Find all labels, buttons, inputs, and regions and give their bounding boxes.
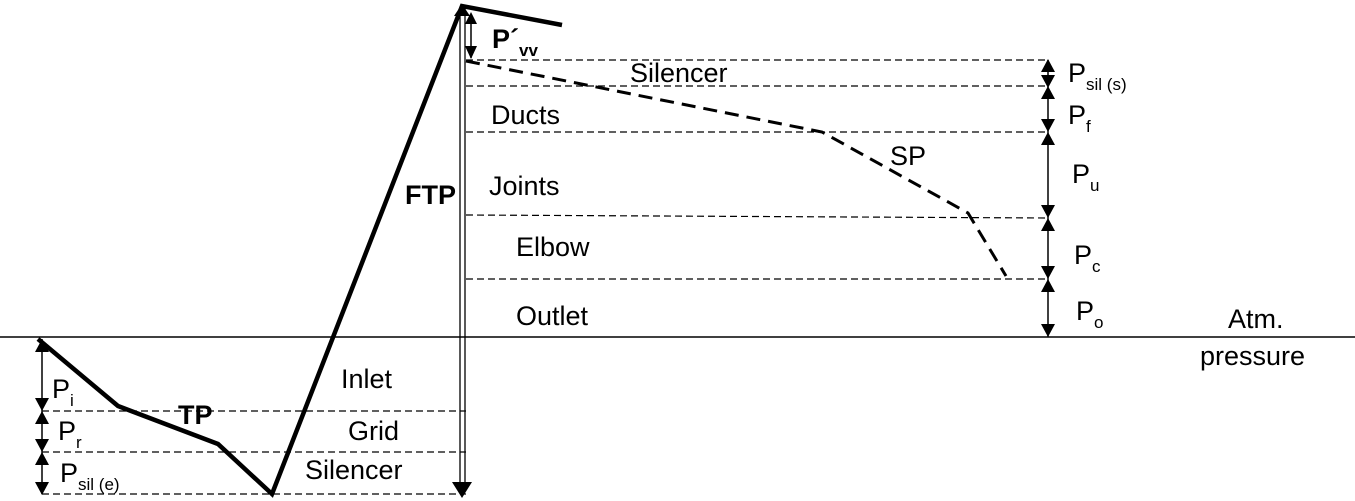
total-pressure-label: TP — [178, 400, 213, 430]
region-label-ducts: Ducts — [491, 100, 560, 130]
fan-total-pressure-label: FTP — [405, 180, 456, 210]
atmosphere-label-line2: pressure — [1200, 341, 1305, 371]
left-dimension-arrows — [35, 339, 49, 495]
region-label-elbow: Elbow — [516, 232, 590, 262]
right-dimension-arrows — [1041, 59, 1055, 337]
region-label-grid: Grid — [348, 416, 399, 446]
static-pressure-label: SP — [890, 141, 926, 171]
atmosphere-label-line1: Atm. — [1228, 304, 1284, 334]
ftp-vertical-line — [459, 8, 466, 488]
discharge-level-lines — [465, 59, 1049, 280]
level-line-joints — [465, 214, 1049, 219]
region-label-silencer-e: Silencer — [305, 455, 403, 485]
region-label-inlet: Inlet — [341, 364, 393, 394]
region-label-silencer-s: Silencer — [630, 58, 728, 88]
psil-e-label: Psil (e) — [60, 458, 120, 494]
pvv-label: P´vv — [492, 24, 538, 60]
region-label-outlet: Outlet — [516, 301, 589, 331]
po-label: Po — [1076, 296, 1103, 332]
pu-label: Pu — [1072, 159, 1099, 195]
psil-s-label: Psil (s) — [1068, 58, 1127, 94]
region-label-joints: Joints — [489, 171, 560, 201]
suction-level-lines — [42, 410, 466, 495]
pc-label: Pc — [1074, 240, 1101, 276]
static-pressure-curve — [465, 59, 1008, 277]
total-pressure-line — [36, 3, 563, 498]
pvv-arrow — [465, 12, 477, 59]
pi-label: Pi — [52, 374, 74, 410]
pf-label: Pf — [1068, 100, 1091, 136]
ftp-arrow-down — [452, 482, 472, 498]
pr-label: Pr — [58, 416, 82, 452]
